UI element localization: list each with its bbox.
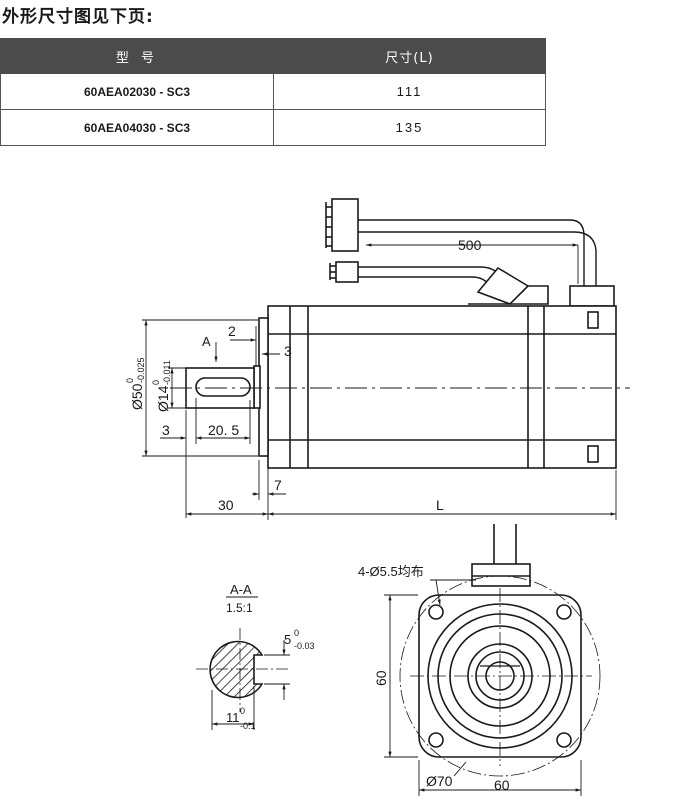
- height-label: 60: [373, 670, 389, 686]
- svg-text:0: 0: [125, 378, 135, 383]
- section-title: A-A: [230, 582, 252, 597]
- front-dimensions: [384, 579, 582, 796]
- dim-3-bottom-label: 3: [162, 422, 170, 438]
- svg-text:0: 0: [294, 628, 299, 638]
- side-view: [185, 198, 617, 469]
- dim-7-label: 7: [274, 477, 282, 493]
- diameter-50-label: Ø50 0 -0.025: [125, 357, 146, 410]
- svg-text:-0.1: -0.1: [240, 721, 256, 731]
- diameter-14-label: Ø14 0 -0.011: [151, 360, 172, 412]
- depth-label: 11 0 -0.1: [226, 706, 256, 731]
- dim-2-label: 2: [228, 323, 236, 339]
- svg-text:11: 11: [226, 710, 240, 725]
- section-view: A-A 1.5:1 5 0 -0.03 11 0 -0.1: [196, 582, 315, 731]
- key-width-label: 5 0 -0.03: [284, 628, 315, 651]
- svg-text:0: 0: [151, 380, 161, 385]
- side-dimension-labels: 500 2 A 3 3 20. 5 7 30 L Ø50 0 -0.025 Ø1…: [125, 237, 482, 513]
- width-label: 60: [494, 777, 510, 793]
- model-cell: 60AEA02030 - SC3: [0, 73, 274, 110]
- svg-text:-0.03: -0.03: [294, 641, 315, 651]
- dim-3-top-label: 3: [284, 343, 292, 359]
- dimension-table: 型 号 尺寸(L) 60AEA02030 - SC3 111 60AEA0403…: [0, 38, 546, 146]
- dim-L-label: L: [436, 497, 444, 513]
- section-mark-label: A: [202, 334, 211, 349]
- svg-text:Ø14: Ø14: [155, 385, 171, 412]
- holes-note: 4-Ø5.5均布: [358, 564, 424, 579]
- table-row: 60AEA02030 - SC3 111: [0, 73, 546, 110]
- encoder-connector: [331, 198, 359, 252]
- front-dimension-labels: 4-Ø5.5均布 60 Ø70 60: [358, 564, 510, 793]
- svg-text:-0.011: -0.011: [162, 360, 172, 385]
- table-header-row: 型 号 尺寸(L): [0, 38, 546, 74]
- side-dimensions: [142, 243, 617, 520]
- header-length: 尺寸(L): [273, 38, 546, 74]
- page-title: 外形尺寸图见下页:: [2, 7, 154, 27]
- pcd-label: Ø70: [426, 773, 453, 789]
- dim-20-5-label: 20. 5: [208, 422, 239, 438]
- svg-text:-0.025: -0.025: [136, 357, 146, 383]
- cable-length-label: 500: [458, 237, 482, 253]
- model-cell: 60AEA04030 - SC3: [0, 109, 274, 146]
- section-scale: 1.5:1: [226, 601, 253, 615]
- dim-30-label: 30: [218, 497, 234, 513]
- table-row: 60AEA04030 - SC3 135: [0, 109, 546, 146]
- power-connector: [335, 261, 359, 283]
- svg-text:0: 0: [240, 706, 245, 716]
- svg-text:Ø50: Ø50: [129, 383, 145, 410]
- length-cell: 135: [273, 109, 546, 146]
- svg-text:5: 5: [284, 632, 291, 647]
